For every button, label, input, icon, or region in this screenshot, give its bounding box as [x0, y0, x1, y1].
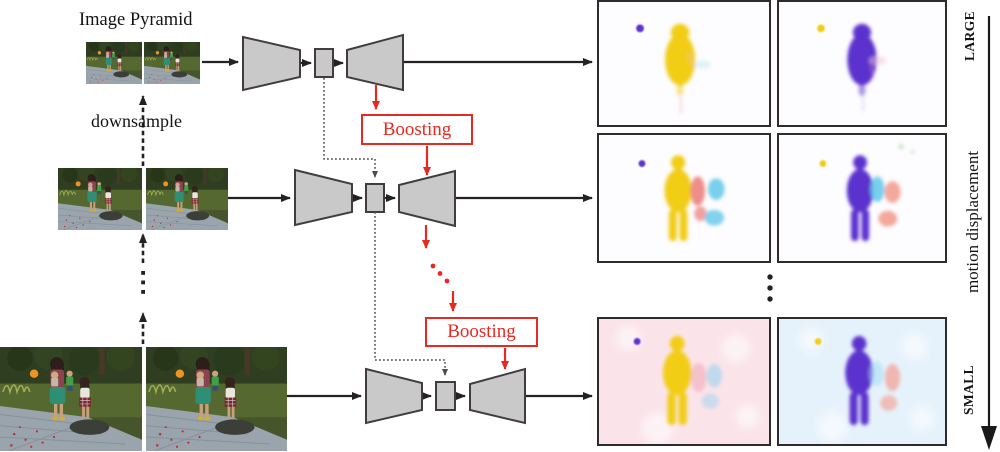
flow-panel-level2-backward [777, 133, 947, 263]
flow-panel-level2-forward [597, 133, 771, 263]
input-frame-level2-a [58, 168, 142, 230]
flow-panel-level1-backward [777, 317, 947, 446]
decoder-level3 [346, 33, 404, 92]
downsample-label: downsample [91, 111, 182, 131]
input-frame-level1-b [146, 347, 287, 451]
bottleneck-skip-connections [323, 78, 448, 376]
downsample-arrows [139, 95, 147, 344]
decoder-level1 [469, 367, 526, 425]
boosting-box-top-label: Boosting [382, 118, 452, 140]
encoder-level1 [365, 367, 423, 425]
input-frame-level2-b [146, 168, 228, 230]
axis-small-label: SMALL [961, 364, 976, 416]
encoder-level2 [294, 168, 353, 227]
boosting-box-top: Boosting [361, 114, 473, 145]
encoder-level3 [242, 35, 301, 92]
image-pyramid-title: Image Pyramid [79, 10, 193, 30]
input-frame-level3-a [86, 42, 142, 84]
boosting-connections [372, 85, 509, 370]
decoder-level2 [398, 169, 456, 228]
bottleneck-level1 [435, 381, 456, 411]
flow-panel-level3-backward [777, 0, 947, 127]
input-frame-level1-a [0, 347, 142, 451]
pyramid-ellipsis-dots [141, 271, 145, 294]
axis-arrowhead [981, 426, 997, 450]
bottleneck-level3 [314, 48, 334, 78]
flow-panel-level1-forward [597, 317, 771, 446]
boosting-box-bottom-label: Boosting [447, 321, 516, 342]
bottleneck-level2 [365, 183, 385, 213]
input-frame-level3-b [144, 42, 200, 84]
motion-displacement-axis [981, 16, 997, 450]
flow-panel-level3-forward [597, 0, 771, 127]
axis-large-label: LARGE [962, 10, 977, 62]
boosting-ellipsis-dots [430, 263, 450, 284]
axis-displacement-label: motion displacement [963, 150, 982, 294]
level3-flow-lines [202, 58, 593, 67]
flow-ellipsis-dots [767, 274, 773, 302]
boosting-box-bottom: Boosting [425, 317, 538, 347]
